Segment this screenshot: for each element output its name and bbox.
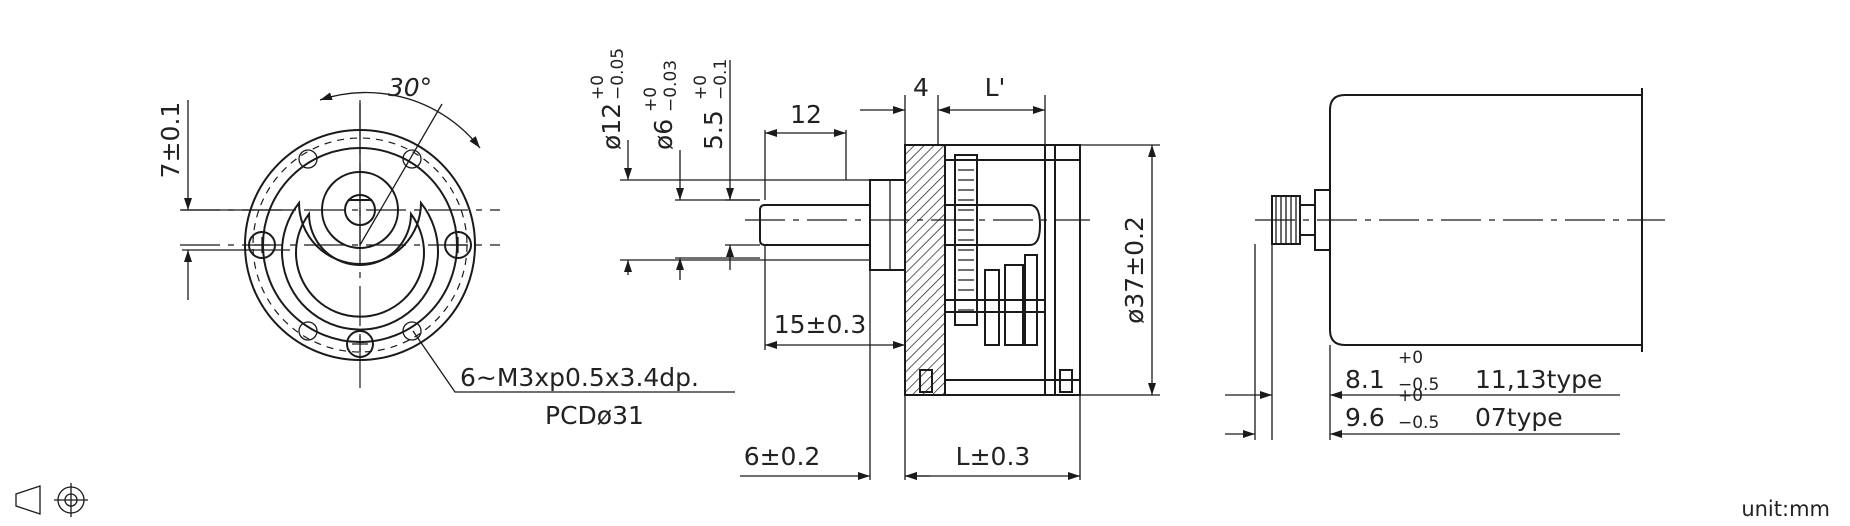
- gear-large-teeth: [958, 159, 974, 311]
- motor-view: 8.1 +0 −0.5 11,13type 9.6 +0 −0.5 07type: [1225, 88, 1665, 440]
- third-angle-projection-icon: [15, 483, 88, 517]
- screw-bottom: [919, 369, 933, 393]
- screw-bottom-2: [1059, 369, 1073, 393]
- dim-d12-upper: +0: [588, 75, 608, 100]
- pinion-shaft: [945, 299, 1045, 313]
- output-shaft: [759, 204, 870, 246]
- note-leader: [412, 330, 735, 393]
- crescent-inner: [295, 211, 425, 318]
- gear-small-1: [984, 269, 1000, 346]
- bulkhead: [1044, 145, 1056, 395]
- housing-cap-section: [904, 144, 946, 396]
- side-view: ø12 +0 −0.05 ø6 +0 −0.03 5.5 +0 −0.1 12 …: [588, 48, 1160, 480]
- dim-d6-lower: −0.03: [661, 60, 681, 112]
- dim-81-type: 11,13type: [1475, 365, 1602, 394]
- dim-96-type: 07type: [1475, 403, 1563, 432]
- dim-d37-label: ø37±0.2: [1120, 216, 1149, 324]
- dim-7-label: 7±0.1: [156, 102, 185, 179]
- dim-d12-main: ø12: [597, 103, 626, 150]
- angle-label: 30°: [388, 73, 432, 102]
- dim-d6-main: ø6: [649, 119, 678, 150]
- dim-96-main: 9.6: [1345, 403, 1385, 432]
- shaft-boss: [869, 179, 905, 271]
- dim-d12-lower: −0.05: [608, 48, 628, 100]
- mount-note-1: 6~M3xp0.5x3.4dp.: [460, 363, 699, 392]
- unit-label: unit:mm: [1741, 497, 1830, 521]
- mount-note-2: PCDø31: [545, 401, 644, 430]
- gear-small-2: [1004, 264, 1024, 346]
- dim-15-label: 15±0.3: [774, 310, 867, 339]
- dim-96-upper: +0: [1398, 386, 1423, 406]
- dim-96-lower: −0.5: [1398, 413, 1439, 433]
- gear-large: [954, 154, 978, 326]
- angle-arc: [319, 91, 481, 149]
- dim-55-main: 5.5: [699, 110, 728, 150]
- dim-L-label: L±0.3: [956, 442, 1031, 471]
- dim-d6-upper: +0: [641, 87, 661, 112]
- dim-4-label: 4: [913, 73, 929, 102]
- dim-81-main: 8.1: [1345, 365, 1385, 394]
- dim-55-lower: −0.1: [711, 59, 731, 100]
- dim-81-lower: −0.5: [1398, 375, 1439, 395]
- inner-shaft: [945, 204, 1042, 246]
- dim-55-upper: +0: [691, 75, 711, 100]
- dim-12-label: 12: [790, 100, 822, 129]
- dim-lprime-label: L': [985, 73, 1006, 102]
- mount-holes: [298, 149, 422, 341]
- front-view: 7±0.1 30° 6~M3xp0.5x3.4dp. PCDø31: [156, 73, 735, 430]
- dim-81-upper: +0: [1398, 348, 1423, 368]
- dim-6-label: 6±0.2: [744, 442, 821, 471]
